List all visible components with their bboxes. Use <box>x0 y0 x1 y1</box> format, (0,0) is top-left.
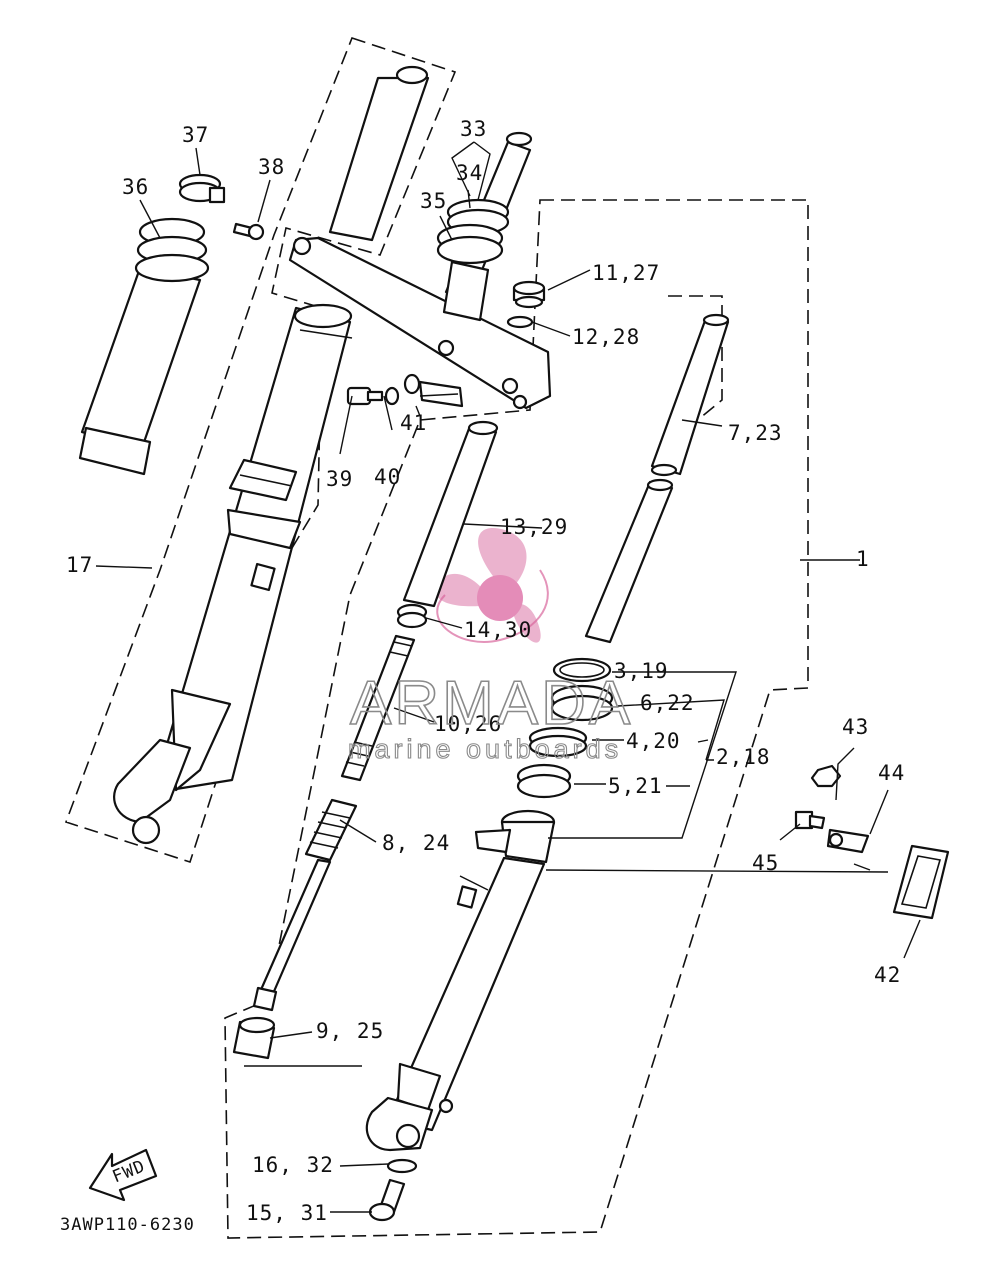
label-9-25: 9, 25 <box>316 1019 384 1043</box>
fork-boot-36 <box>78 217 210 476</box>
label-41: 41 <box>400 411 427 435</box>
stopper-41 <box>403 373 421 395</box>
label-12-28: 12,28 <box>572 325 640 349</box>
label-2-18: 2,18 <box>716 745 771 769</box>
label-35: 35 <box>420 189 447 213</box>
label-45: 45 <box>752 851 779 875</box>
cap-bolt-11-27 <box>512 280 546 309</box>
label-42: 42 <box>874 963 901 987</box>
fwd-arrow-icon <box>88 1148 158 1202</box>
label-38: 38 <box>258 155 285 179</box>
watermark-brand: ARMADA <box>350 669 633 738</box>
label-33: 33 <box>460 117 487 141</box>
label-10-26: 10,26 <box>434 712 502 736</box>
label-16-32: 16, 32 <box>252 1153 334 1177</box>
leader-lines <box>95 141 921 1213</box>
inner-tube-7-23 <box>584 313 730 644</box>
boundary-right-fork-assembly <box>224 199 809 1239</box>
inner-tube-13-29 <box>402 420 499 608</box>
label-43: 43 <box>842 715 869 739</box>
label-15-31: 15, 31 <box>246 1201 328 1225</box>
bolt-39 <box>346 386 384 406</box>
label-14-30: 14,30 <box>464 618 532 642</box>
label-40: 40 <box>374 465 401 489</box>
watermark-tagline: marine outboards <box>348 734 622 764</box>
label-13-29: 13,29 <box>500 515 568 539</box>
label-39: 39 <box>326 467 353 491</box>
propeller-logo <box>435 528 549 643</box>
retaining-clip-3-19 <box>552 657 612 683</box>
right-outer-fork <box>365 809 556 1152</box>
group-boundaries <box>64 37 809 1239</box>
reflector-42 <box>892 844 950 920</box>
left-outer-fork <box>113 65 430 845</box>
part-labels: 37 38 36 33 34 35 11,27 12,28 7,23 13,29… <box>66 117 905 1225</box>
band-clip-37 <box>178 173 226 204</box>
under-bracket-steering-stem <box>288 131 552 410</box>
taper-spindle-9-25 <box>232 1016 276 1060</box>
bolt-45 <box>794 810 826 830</box>
label-17: 17 <box>66 553 93 577</box>
label-3-19: 3,19 <box>614 659 669 683</box>
spring-10-26 <box>340 634 416 782</box>
washer-4-20 <box>528 726 588 758</box>
bracket-44 <box>826 828 870 854</box>
screw-38 <box>232 222 265 241</box>
oil-seal-6-22 <box>550 684 614 722</box>
o-ring-12-28 <box>506 315 534 329</box>
bolt-15-31 <box>368 1178 406 1222</box>
bushing-5-21 <box>516 763 572 799</box>
label-34: 34 <box>456 161 483 185</box>
label-37: 37 <box>182 123 209 147</box>
diagram-code: 3AWP110-6230 <box>60 1215 195 1235</box>
oil-seal-14-30 <box>396 603 428 629</box>
label-11-27: 11,27 <box>592 261 660 285</box>
washer-16-32 <box>386 1158 418 1174</box>
washer-40 <box>384 386 400 406</box>
label-44: 44 <box>878 761 905 785</box>
label-6-22: 6,22 <box>640 691 695 715</box>
boundary-left-fork-assembly <box>64 37 457 864</box>
label-7-23: 7,23 <box>728 421 783 445</box>
nut-43 <box>810 764 842 788</box>
boundary-inner-tube-kit <box>668 295 723 419</box>
label-5-21: 5,21 <box>608 774 663 798</box>
label-8-24: 8, 24 <box>382 831 450 855</box>
damper-rod-8-24 <box>252 798 358 1012</box>
label-36: 36 <box>122 175 149 199</box>
label-4-20: 4,20 <box>626 729 681 753</box>
label-1: 1 <box>856 547 870 571</box>
